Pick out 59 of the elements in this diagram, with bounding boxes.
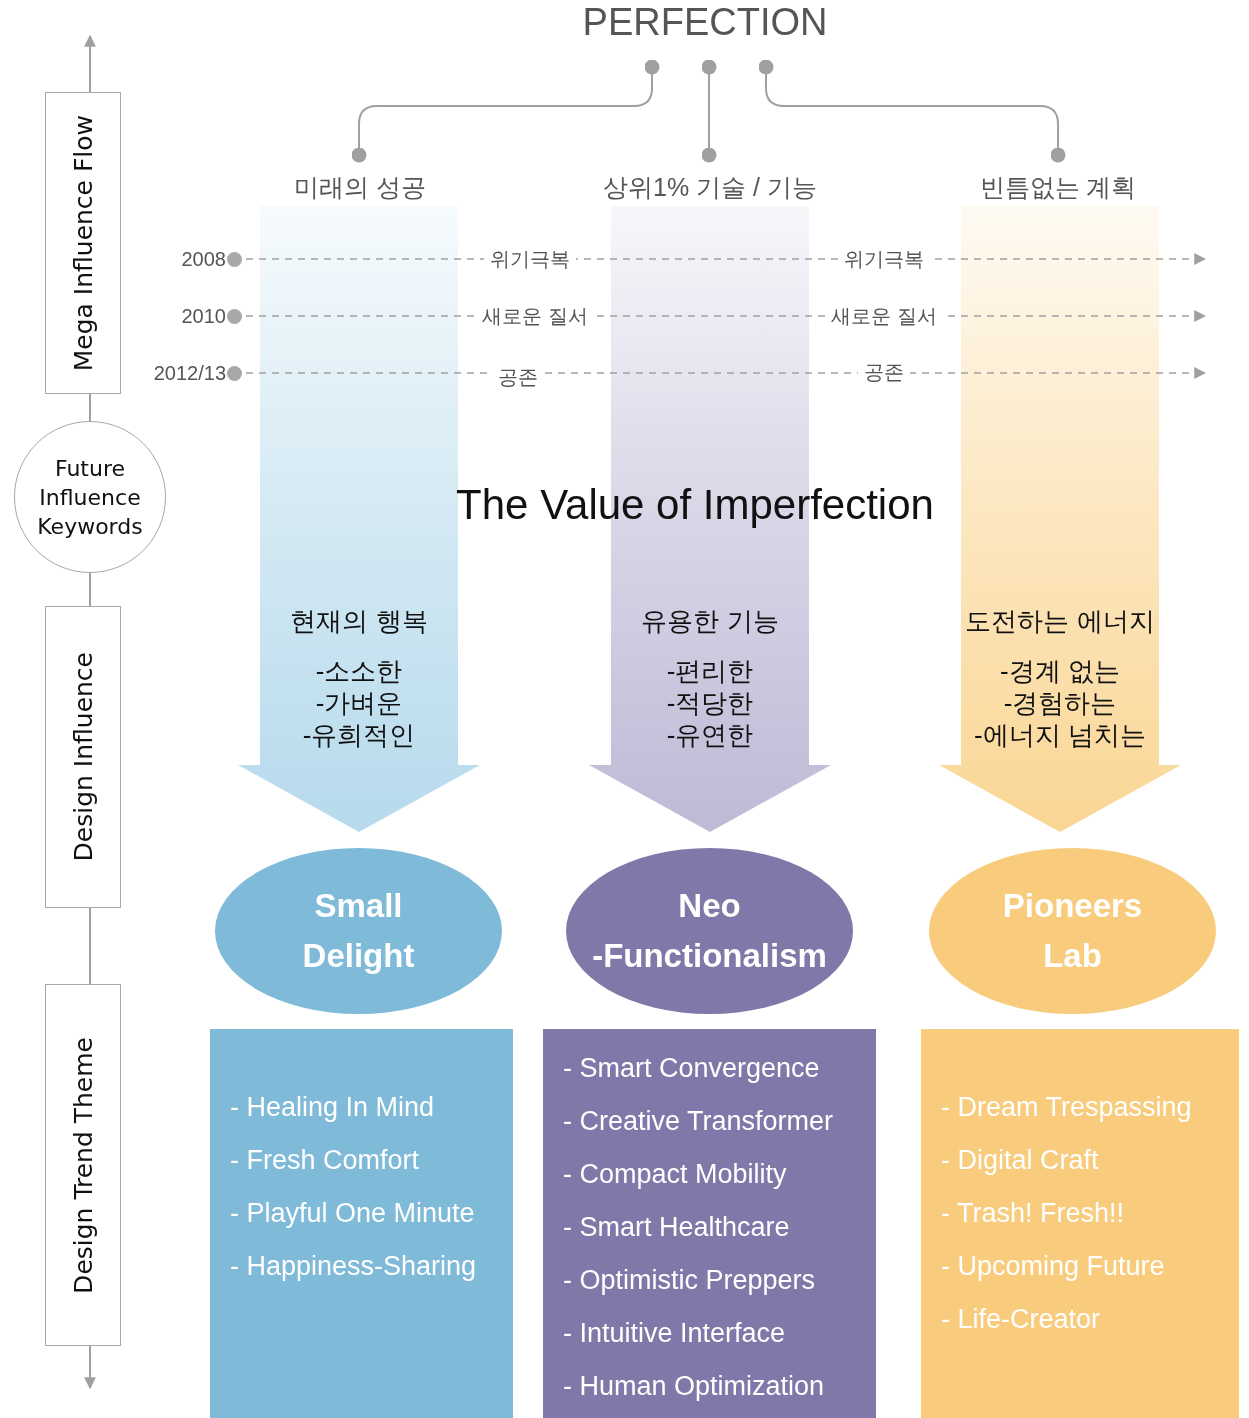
stage-box [45,984,121,1346]
theme-item: - Digital Craft [941,1144,1100,1177]
stage-box [45,606,121,908]
keyword-item: -경계 없는 [1000,655,1120,687]
stage-label: Design Influence [68,652,98,862]
trend-title: Pioneers Lab [1002,886,1143,976]
keyword-item: -적당한 [666,687,754,719]
branch-label: 미래의 성공 [294,173,426,201]
theme-item: - Smart Convergence [563,1052,821,1085]
influence-heading: 도전하는 에너지 [965,605,1155,638]
theme-panel [921,1029,1239,1418]
connector-line [89,393,91,424]
connector-line [351,59,660,163]
year-label: 2010 [181,304,226,328]
stage-label: Mega Influence Flow [68,114,98,372]
keyword-item: -경험하는 [1003,687,1117,719]
connector-line [89,907,91,985]
theme-item: - Healing In Mind [230,1091,436,1124]
keyword-item: -소소한 [315,655,403,687]
theme-item: - Upcoming Future [941,1250,1166,1283]
theme-item: - Life-Creator [941,1303,1102,1336]
theme-item: - Playful One Minute [230,1197,476,1230]
year-label: 2008 [181,247,226,271]
theme-panel [543,1029,876,1418]
theme-item: - Creative Transformer [563,1105,835,1138]
connector-line [89,570,91,607]
heading-text: PERFECTION [582,2,828,44]
stage-label: Design Trend Theme [68,1036,98,1294]
trend-title: Small Delight [302,886,415,976]
theme-item: - Smart Healthcare [563,1211,791,1244]
year-label: 2012/13 [153,361,226,385]
theme-item: - Optimistic Preppers [563,1264,817,1297]
theme-item: - Happiness-Sharing [230,1250,478,1283]
influence-heading: 현재의 행복 [290,605,428,638]
theme-item: - Trash! Fresh!! [941,1197,1126,1230]
axis-arrow [84,34,96,93]
theme-item: - Intuitive Interface [563,1317,787,1350]
keyword-item: -에너지 넘치는 [974,719,1146,751]
branch-label: 상위1% 기술 / 기능 [603,173,817,201]
theme-item: - Compact Mobility [563,1158,788,1191]
keyword-item: -가벼운 [315,687,403,719]
theme-item: - Human Optimization [563,1370,826,1403]
dashed-arrow [245,367,1207,379]
theme-item: - Dream Trespassing [941,1091,1193,1124]
down-arrow-band [939,206,1181,832]
keyword-item: -유연한 [666,719,754,751]
influence-heading: 유용한 기능 [641,605,779,638]
keyword-item: -유희적인 [302,719,416,751]
connector-line [758,59,1066,163]
stage-box [45,92,121,394]
trend-title: Neo -Functionalism [592,886,827,976]
theme-item: - Fresh Comfort [230,1144,421,1177]
theme-panel [210,1029,513,1418]
branch-label: 빈틈없는 계획 [979,173,1137,201]
keyword-item: -편리한 [666,655,754,687]
center-title: The Value of Imperfection [455,480,935,530]
stage-label: Future Influence Keywords [36,454,144,541]
connector-line [701,59,717,163]
axis-arrow [84,1345,96,1390]
